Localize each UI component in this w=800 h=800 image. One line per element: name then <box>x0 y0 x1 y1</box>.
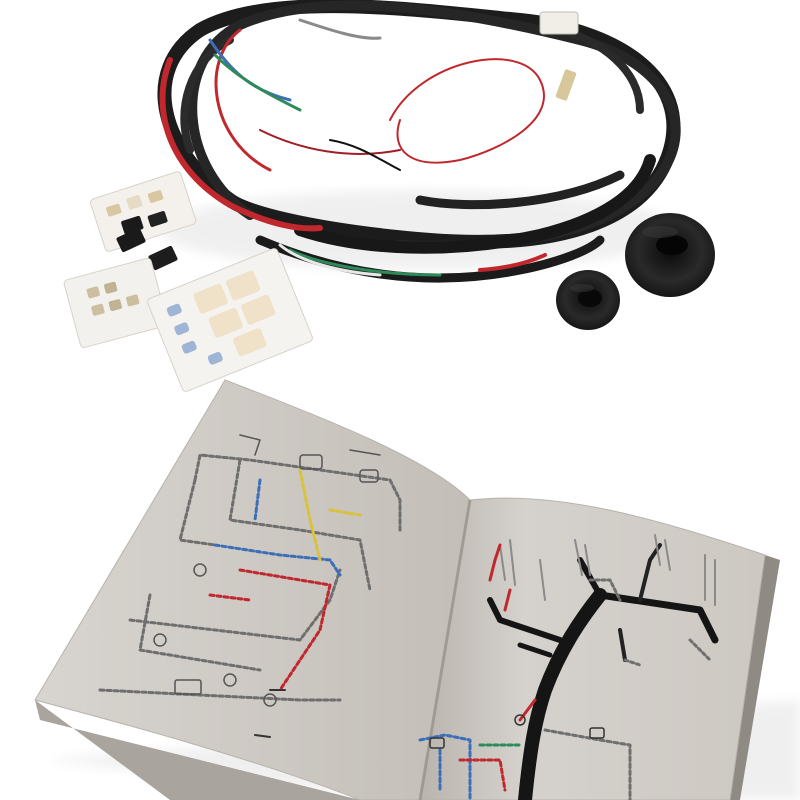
wiring-harness <box>157 0 681 283</box>
grommet-small <box>556 270 620 330</box>
right-page-harness-diagram <box>418 534 719 800</box>
rubber-grommets <box>556 213 715 330</box>
connector-bag-left <box>63 257 168 348</box>
wiring-diagram-booklet <box>34 379 800 800</box>
black-connectors <box>116 227 178 271</box>
booklet-page-right <box>419 497 766 800</box>
connector-bag-small <box>90 171 197 252</box>
connector-kit <box>63 171 313 392</box>
harness-connector <box>539 11 579 101</box>
booklet-cover-left <box>35 700 360 800</box>
connector-bag-right <box>147 248 313 392</box>
left-page-schematic <box>98 434 402 738</box>
harness-color-wires <box>208 18 442 277</box>
harness-red-wires <box>159 28 547 272</box>
grommet-large <box>625 213 715 297</box>
